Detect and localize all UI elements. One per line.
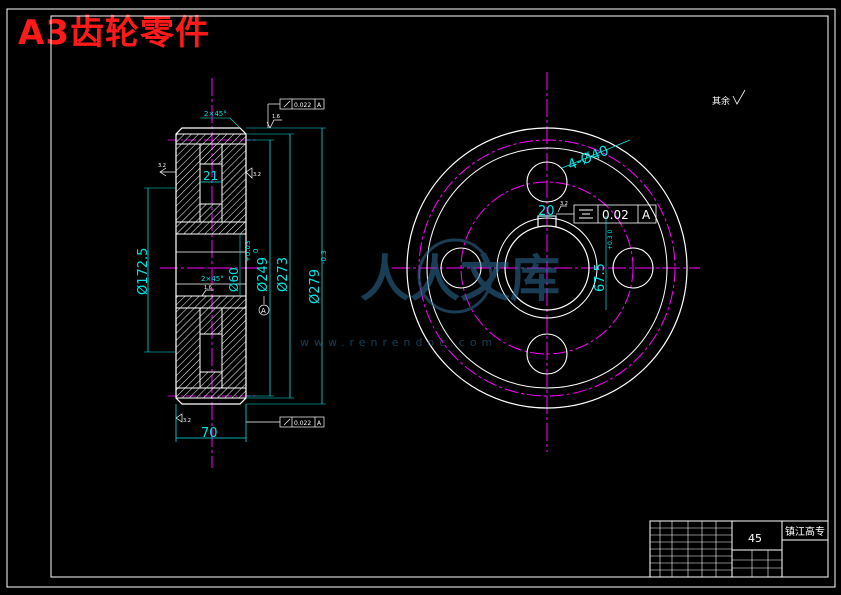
- bolt-hole-left: [440, 247, 482, 289]
- svg-text:3.2: 3.2: [183, 418, 191, 424]
- runout-frame-top: 0.022 A: [267, 98, 325, 128]
- hub-circle: [496, 217, 598, 319]
- outer-circle: [406, 127, 688, 409]
- watermark-text: 人人文库: [360, 250, 560, 308]
- svg-text:0.02: 0.02: [602, 208, 629, 222]
- svg-text:3.2: 3.2: [158, 163, 166, 169]
- bore-tol-upper: +0.03: [244, 241, 252, 262]
- bore-tol-lower: 0: [252, 249, 260, 253]
- hole-center-circle: [460, 181, 634, 355]
- outer-tolerance: -0.3: [320, 250, 328, 264]
- chamfer-hub-label: 2×45°: [201, 275, 224, 283]
- keyway-roughness: 3.2: [557, 201, 568, 213]
- roughness-symbol-4: 1.6: [201, 285, 214, 297]
- roughness-symbol-1: 1.6: [266, 114, 282, 129]
- width-dimension: 70: [201, 426, 218, 441]
- bolt-hole-bottom: [526, 333, 568, 375]
- watermark-logo: [417, 238, 493, 314]
- symmetry-tolerance-frame: 0.02 A: [556, 204, 657, 224]
- side-view: 70 21 2×45° 2×45° Ø172.5 Ø60 +0.03 0 Ø24…: [136, 78, 328, 468]
- front-view: 4-Ø40 20 3.2 0.02 A 67.5 +0.3 0 其余: [392, 72, 746, 452]
- svg-text:3.2: 3.2: [253, 172, 261, 178]
- holes-label: 4-Ø40: [566, 143, 612, 174]
- datum-marker-a: A: [258, 296, 270, 316]
- runout-frame-bottom: 0.022 A: [246, 416, 325, 428]
- svg-text:1.6: 1.6: [204, 285, 212, 291]
- keyway-width-dimension: 20: [538, 204, 555, 219]
- svg-text:A: A: [261, 307, 266, 315]
- inner-frame: [50, 15, 829, 578]
- chamfer-top-label: 2×45°: [204, 110, 227, 118]
- outer-diameter-1-dimension: Ø273: [276, 257, 291, 292]
- watermark: 人人文库 www.renrendoc.com: [300, 238, 560, 349]
- web-diameter-dimension: Ø172.5: [136, 248, 151, 295]
- outer-frame: [6, 8, 836, 588]
- root-circle: [426, 147, 668, 389]
- roughness-symbol-3: 3.2: [158, 163, 176, 177]
- svg-text:A: A: [642, 208, 651, 222]
- outer-diameter-2-dimension: Ø279: [308, 269, 323, 304]
- bolt-hole-top: [526, 161, 568, 203]
- general-roughness-note: 其余: [712, 89, 746, 107]
- svg-text:A: A: [317, 420, 322, 427]
- drawing-title: A3齿轮零件: [18, 13, 210, 53]
- svg-text:0.022: 0.022: [294, 102, 311, 109]
- roughness-symbol-5: 3.2: [175, 413, 191, 424]
- watermark-url: www.renrendoc.com: [300, 336, 497, 349]
- svg-text:0.022: 0.022: [294, 420, 311, 427]
- pitch-diameter-dimension: Ø249: [256, 257, 271, 292]
- hub-width-dimension: 21: [203, 169, 218, 183]
- keyway-depth-dimension: 67.5: [593, 263, 608, 292]
- roughness-symbol-2: 3.2: [245, 167, 261, 179]
- school-label: 镇江高专: [785, 525, 825, 538]
- bore-circle: [504, 225, 590, 311]
- svg-text:1.6: 1.6: [272, 114, 280, 120]
- svg-text:3.2: 3.2: [560, 201, 568, 207]
- keyway-depth-tolerance: +0.3 0: [607, 230, 614, 250]
- material-label: 45: [748, 532, 762, 545]
- bore-diameter-dimension: Ø60: [227, 267, 241, 292]
- title-block: 45 镇江高专: [649, 520, 829, 578]
- svg-text:其余: 其余: [712, 95, 730, 107]
- bolt-hole-right: [612, 247, 654, 289]
- svg-text:A: A: [317, 102, 322, 109]
